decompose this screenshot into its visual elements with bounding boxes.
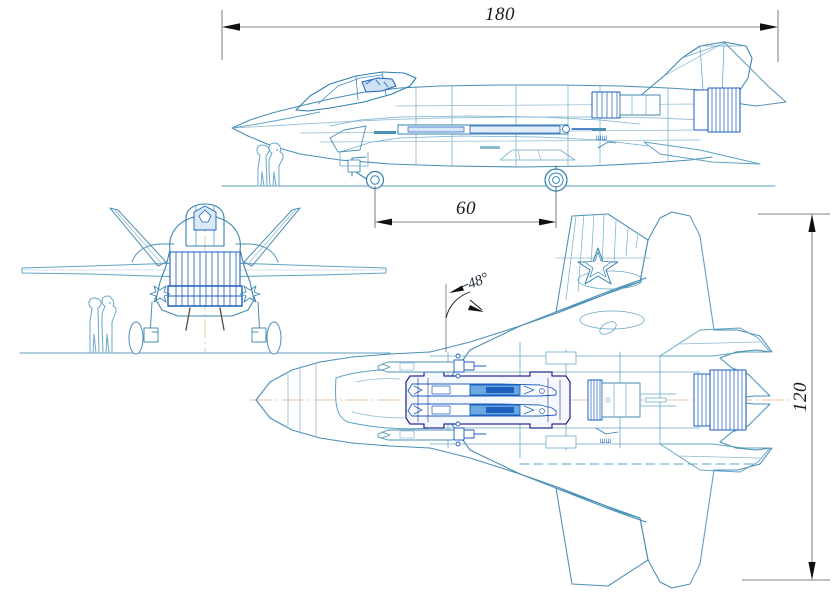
plan-gear-bay-upper: [545, 351, 577, 365]
front-lerx-right: [235, 243, 279, 263]
plan-fuselage-lower: [255, 399, 431, 449]
side-view: ШШ: [221, 41, 787, 192]
dimension-wheelbase-60: [374, 186, 557, 228]
arrow-left-60: [375, 218, 392, 226]
engine-callout-leader: [597, 141, 617, 149]
panel-mark-3: [592, 128, 606, 131]
fuselage-waterline: [231, 116, 701, 129]
dimension-label-span: 120: [790, 382, 811, 412]
front-view: [19, 203, 391, 355]
arrow-right-180: [760, 23, 778, 31]
side-weapon-bay-detail: [397, 124, 597, 135]
annotation-label-sweep-angle: 48°: [466, 270, 491, 293]
scale-figures-side: [256, 142, 284, 187]
plan-vertical-tail-upper: [555, 213, 649, 313]
dimension-label-length: 180: [485, 4, 515, 25]
plan-vtail-ellipse-3: [599, 321, 617, 335]
engine-intake-side: [329, 125, 367, 153]
plan-canopy: [335, 369, 435, 430]
front-vertical-tail-right: [243, 207, 301, 267]
cockpit-interior-lines: [365, 79, 389, 88]
fuselage-upper-line: [231, 84, 713, 129]
dimension-label-wheelbase: 60: [456, 198, 476, 219]
front-nose-gear: [185, 307, 225, 331]
plan-fuselage-upper: [255, 351, 431, 401]
nose-chine: [231, 111, 321, 129]
plan-hstab-hinge-lines: [677, 341, 761, 459]
tail-secondary-fin: [723, 41, 787, 107]
bay-ribs: [417, 377, 561, 423]
wing-root-line: [329, 115, 641, 127]
canopy-frame-1: [317, 74, 383, 105]
arrow-top-120: [808, 214, 816, 232]
front-intake-marks: [149, 285, 261, 303]
angle-arrow-lower: [468, 305, 484, 312]
missile-lower: [407, 403, 557, 417]
gear-door-ribs: [517, 149, 542, 161]
front-main-landing-gear: [128, 301, 282, 355]
canopy-outline: [295, 71, 417, 112]
plan-weapons-bay: [405, 371, 571, 429]
plan-wing-leading-edge-upper: [435, 277, 647, 399]
plan-gear-bay-lower: [545, 435, 577, 449]
plan-boattail-upper: [689, 215, 715, 331]
plan-side-weapon-upper: [377, 353, 487, 379]
plan-side-weapon-lower: [377, 421, 487, 447]
plan-wing-leading-edge-lower: [435, 401, 647, 523]
star-insignia: [577, 247, 619, 285]
engine-nozzle-side: [591, 87, 741, 133]
plan-hstab-upper: [659, 327, 771, 357]
plan-view: ШШ: [249, 211, 791, 589]
plan-canopy-frame-rear: [351, 411, 405, 419]
angle-arrow-upper: [449, 285, 464, 293]
angle-arc: [445, 291, 471, 319]
plan-boattail-lower: [689, 469, 715, 585]
horizontal-tail-side: [643, 141, 761, 165]
front-weapons-bay: [167, 251, 243, 307]
front-seat-detail: [198, 209, 212, 223]
front-fuselage-outline: [155, 215, 255, 317]
dimension-length-180: [221, 10, 779, 62]
arrow-left-180: [222, 23, 240, 31]
plan-canopy-frame-front: [355, 378, 401, 383]
plan-vertical-tail-lower: [555, 487, 649, 587]
panel-mark-1: [374, 131, 396, 134]
missile-upper: [407, 383, 557, 397]
front-tail-centerlines: [113, 208, 297, 265]
arrow-bottom-120: [808, 562, 816, 580]
front-vertical-tail-left: [109, 207, 167, 267]
scale-figures-front: [88, 295, 117, 354]
canopy-frame-2: [355, 75, 359, 101]
plan-vtail-ellipse-2: [579, 310, 645, 330]
vertical-tail-ribs: [663, 41, 743, 77]
arrow-right-60: [539, 218, 556, 226]
plan-hstab-lower: [659, 443, 771, 473]
fuselage-lower-line: [231, 127, 713, 168]
plan-engines: ШШ: [587, 369, 747, 445]
plan-engine-callout-text: ШШ: [600, 439, 611, 445]
nose-landing-gear-side: [339, 151, 385, 190]
front-canopy: [185, 203, 225, 247]
wing-lower-root-line: [339, 135, 649, 153]
panel-mark-2: [480, 146, 500, 149]
dimension-span-120: [742, 213, 830, 581]
front-lerx-left: [131, 243, 175, 263]
engine-callout-text: ШШ: [596, 136, 607, 142]
gear-bay-door: [499, 149, 576, 161]
pilot-seat-detail: [361, 77, 397, 93]
plan-vtail-ellipse-1: [577, 270, 643, 290]
angle-leader-lower: [469, 299, 483, 311]
plan-nose-rings: [287, 361, 317, 439]
